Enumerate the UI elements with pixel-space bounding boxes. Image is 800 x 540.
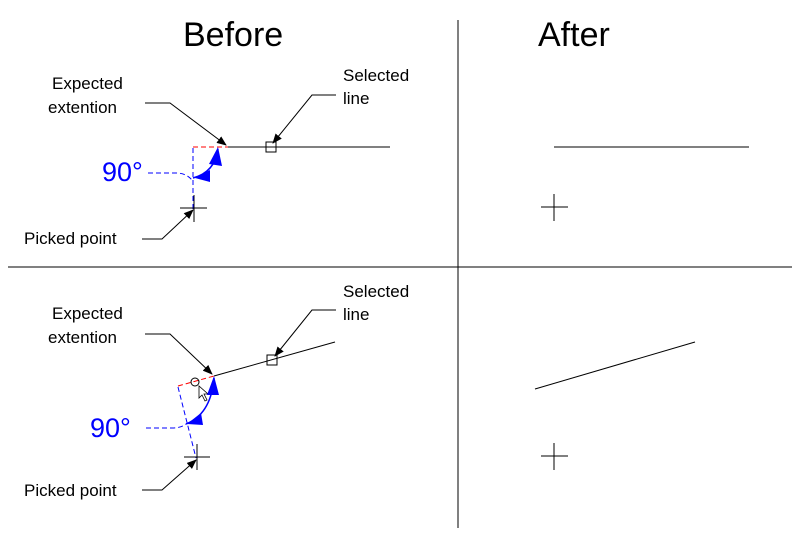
bottom-after-panel	[534, 341, 696, 470]
right-angle-arrowhead-icon	[195, 170, 210, 182]
bottom-before-panel: 90° Expected extention Selected line Pic…	[24, 282, 409, 500]
snap-marker-icon	[190, 377, 200, 387]
heading-after: After	[538, 16, 610, 54]
pickbox-icon	[265, 141, 277, 153]
picked-point-label: Picked point	[24, 481, 117, 500]
top-before-panel: 90° Expected extention Selected line Pic…	[24, 66, 409, 248]
selected-line-label-line1: Selected	[343, 66, 409, 85]
picked-point-leader	[142, 459, 197, 491]
selected-line-label-line2: line	[343, 305, 369, 324]
right-angle-arrowhead-icon	[187, 413, 203, 425]
top-after-panel	[541, 146, 749, 221]
result-line	[534, 341, 696, 390]
selected-line	[213, 341, 336, 377]
expected-extension	[177, 375, 215, 387]
right-angle-arrowhead-icon	[207, 376, 219, 395]
expected-extension-label-line1: Expected	[52, 74, 123, 93]
expected-extension-label-line2: extention	[48, 98, 117, 117]
selected-line-leader	[272, 94, 336, 144]
expected-extension-leader	[145, 102, 227, 146]
expected-extension-label-line1: Expected	[52, 304, 123, 323]
angle-label: 90°	[102, 157, 143, 187]
pickbox-icon	[266, 354, 278, 366]
picked-point-crosshair-icon	[180, 195, 207, 222]
angle-leader	[146, 423, 187, 429]
perpendicular-construction	[177, 386, 197, 459]
picked-point-crosshair-icon	[541, 443, 568, 470]
heading-before: Before	[183, 16, 283, 54]
cursor-icon	[198, 385, 210, 402]
selected-line-label-line2: line	[343, 89, 369, 108]
picked-point-crosshair-icon	[541, 194, 568, 221]
picked-point-crosshair-icon	[184, 444, 210, 470]
selected-line-label-line1: Selected	[343, 282, 409, 301]
angle-leader	[148, 172, 193, 181]
picked-point-leader	[142, 209, 194, 240]
angle-label: 90°	[90, 413, 131, 443]
selected-line-leader	[274, 309, 336, 357]
expected-extension-label-line2: extention	[48, 328, 117, 347]
expected-extension-leader	[145, 333, 213, 375]
right-angle-arrowhead-icon	[209, 147, 222, 166]
picked-point-label: Picked point	[24, 229, 117, 248]
